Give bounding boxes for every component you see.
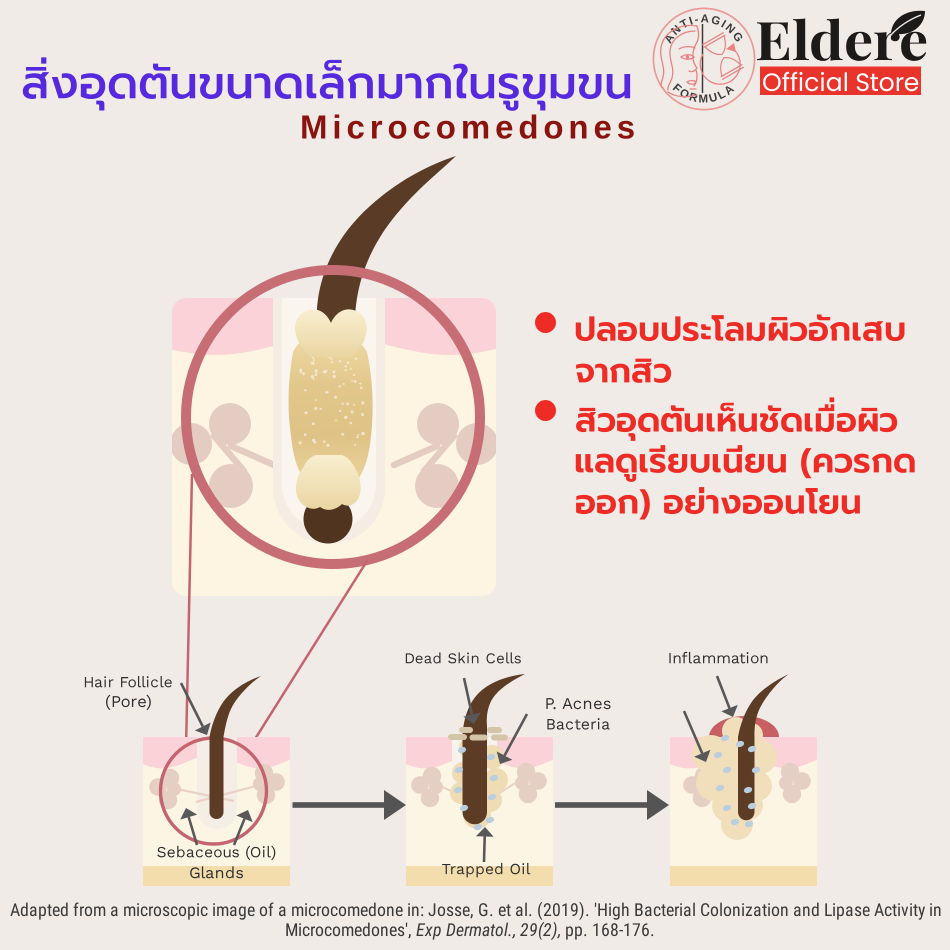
svg-text:Microcomedones: Microcomedones	[300, 109, 640, 146]
